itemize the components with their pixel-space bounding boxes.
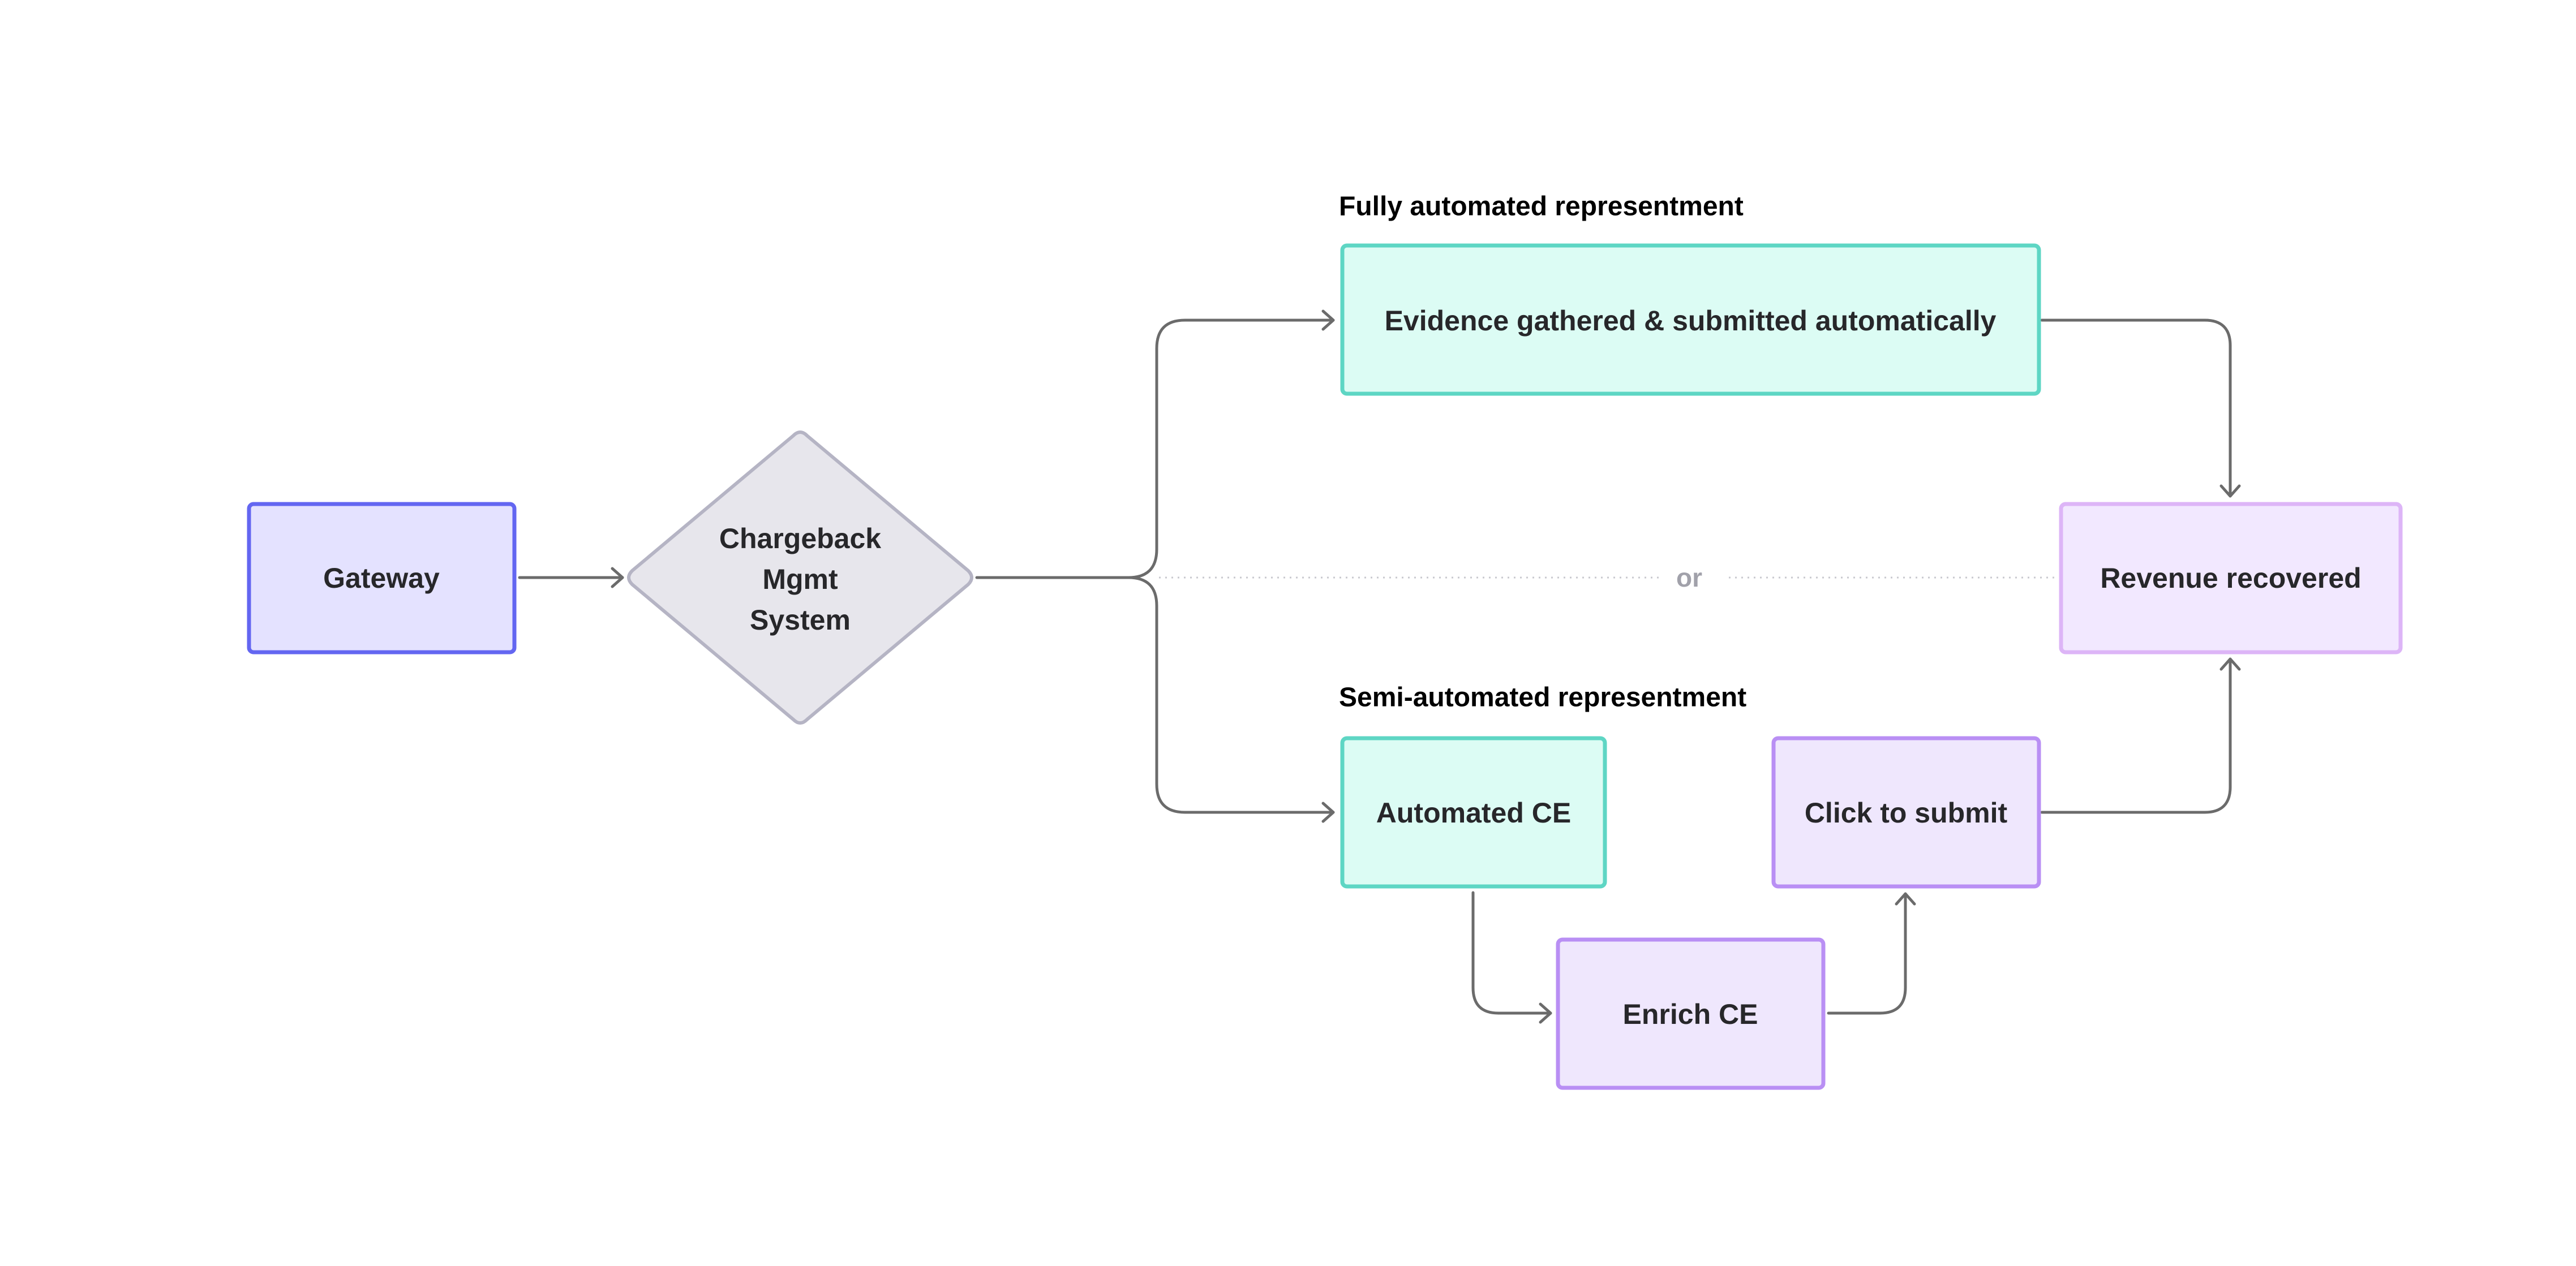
node-chargeback-system: Chargeback Mgmt System [627,430,973,725]
chargeback-label-line-3: System [750,604,851,636]
or-label: or [1676,563,1702,592]
revenue-label: Revenue recovered [2100,562,2361,594]
chargeback-label-line-1: Chargeback [719,523,881,554]
automated-ce-box [1340,736,1607,889]
click-submit-label: Click to submit [1805,797,2008,829]
edge-evidence-to-revenue [2040,318,2241,498]
or-separator: or [1159,563,2058,592]
edge-chargeback-to-evidence [975,309,1335,579]
gateway-box [247,502,517,654]
node-gateway: Gateway [247,502,517,654]
evidence-box [1340,243,2041,396]
node-enrich-ce: Enrich CE [1556,937,1826,1090]
revenue-box [2059,502,2403,654]
node-evidence-automatic: Evidence gathered & submitted automatica… [1340,243,2041,396]
chargeback-diamond [627,430,973,725]
gateway-label: Gateway [323,562,440,594]
edge-automated-ce-to-enrich [1471,891,1552,1024]
edge-click-submit-to-revenue [2040,657,2241,814]
chargeback-label-line-2: Mgmt [762,563,838,595]
section-title-fully-automated: Fully automated representment [1339,192,1744,222]
node-automated-ce: Automated CE [1340,736,1607,889]
click-submit-box [1771,736,2041,889]
automated-ce-label: Automated CE [1376,797,1571,829]
evidence-label: Evidence gathered & submitted automatica… [1385,305,1997,337]
node-click-to-submit: Click to submit [1771,736,2041,889]
edge-chargeback-to-automated-ce [1127,576,1335,823]
section-title-semi-automated: Semi-automated representment [1339,683,1746,713]
edges [518,309,2241,1024]
node-revenue-recovered: Revenue recovered [2059,502,2403,654]
edge-enrich-to-click-submit [1827,892,1916,1015]
enrich-ce-box [1556,937,1826,1090]
enrich-ce-label: Enrich CE [1623,998,1758,1030]
